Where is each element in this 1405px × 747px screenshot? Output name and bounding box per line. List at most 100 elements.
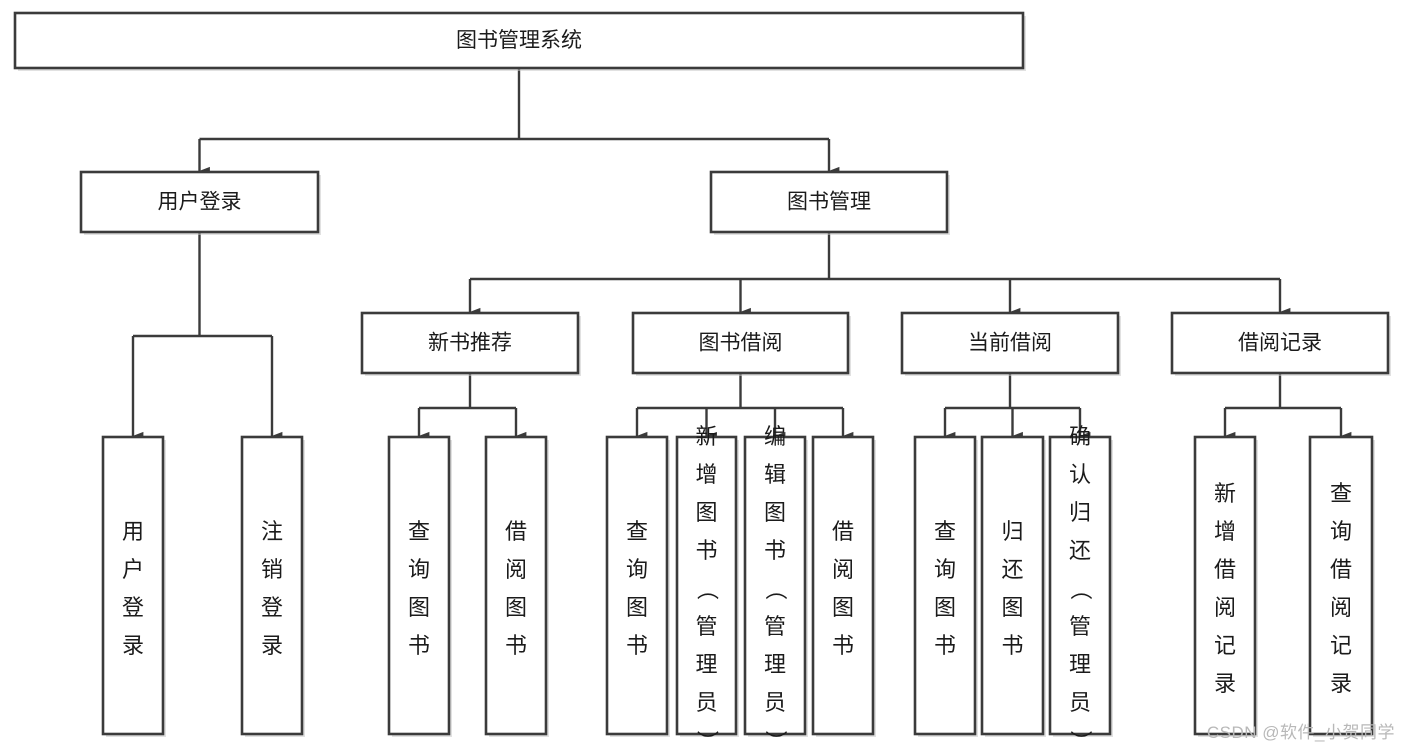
node-box[interactable] xyxy=(101,435,165,736)
node-label-char: 管 xyxy=(1069,614,1091,639)
node-label-char: 管 xyxy=(695,614,717,639)
node-label-char: 编 xyxy=(764,424,786,449)
node-label-char: 书 xyxy=(626,633,648,658)
node-label-char: 录 xyxy=(1330,671,1352,696)
node-leaf-user-login[interactable]: 用户登录 xyxy=(101,435,166,737)
node-label-char: 员 xyxy=(1069,690,1091,715)
node-label: 当前借阅 xyxy=(968,332,1052,355)
node-label-char: 增 xyxy=(1214,519,1236,544)
node-root[interactable]: 图书管理系统 xyxy=(13,11,1026,71)
node-label-char: 查 xyxy=(626,519,648,544)
node-label-char: 书 xyxy=(934,633,956,658)
node-label: 图书管理 xyxy=(787,191,871,214)
node-box[interactable] xyxy=(605,435,669,736)
node-label-char: ） xyxy=(763,730,788,747)
node-box[interactable] xyxy=(811,435,875,736)
node-box[interactable] xyxy=(1308,435,1374,736)
node-label-char: ） xyxy=(1068,730,1093,747)
node-label-char: （ xyxy=(1068,578,1093,600)
node-label-char: 图 xyxy=(1001,595,1023,620)
node-label-char: 询 xyxy=(408,557,430,582)
node-label-char: 借 xyxy=(832,519,854,544)
node-label: 用户登录 xyxy=(158,191,242,214)
node-label-char: 员 xyxy=(764,690,786,715)
node-layer: 图书管理系统用户登录图书管理新书推荐图书借阅当前借阅借阅记录用户登录注销登录查询… xyxy=(13,11,1391,747)
node-box[interactable] xyxy=(360,311,580,375)
node-box[interactable] xyxy=(675,435,738,736)
node-label-char: 归 xyxy=(1001,519,1023,544)
node-label-char: 书 xyxy=(505,633,527,658)
node-label-char: 阅 xyxy=(1214,595,1236,620)
node-box[interactable] xyxy=(913,435,977,736)
node-box[interactable] xyxy=(387,435,451,736)
node-user-login[interactable]: 用户登录 xyxy=(79,170,321,235)
connector-group-borrow-record xyxy=(1223,373,1352,441)
node-label-char: 图 xyxy=(408,595,430,620)
node-label-char: 图 xyxy=(505,595,527,620)
node-box[interactable] xyxy=(709,170,949,234)
node-label-char: 书 xyxy=(695,538,717,563)
node-label-char: 阅 xyxy=(832,557,854,582)
node-label-char: （ xyxy=(695,578,720,600)
node-label-char: 录 xyxy=(1214,671,1236,696)
node-box[interactable] xyxy=(13,11,1025,70)
connector-group-current-borrow xyxy=(943,373,1091,441)
node-book-manage[interactable]: 图书管理 xyxy=(709,170,950,235)
node-label-char: 还 xyxy=(1001,557,1023,582)
node-borrow-record[interactable]: 借阅记录 xyxy=(1170,311,1391,376)
node-box[interactable] xyxy=(743,435,807,736)
node-label: 图书借阅 xyxy=(699,332,783,355)
node-label-char: 查 xyxy=(408,519,430,544)
node-box[interactable] xyxy=(900,311,1120,375)
node-label-char: 图 xyxy=(626,595,648,620)
node-label-char: （ xyxy=(763,578,788,600)
node-box[interactable] xyxy=(1193,435,1257,736)
node-label-char: 员 xyxy=(695,690,717,715)
node-label-char: 询 xyxy=(626,557,648,582)
node-label-char: 管 xyxy=(764,614,786,639)
node-box[interactable] xyxy=(79,170,320,234)
node-box[interactable] xyxy=(980,435,1045,736)
node-label-char: 注 xyxy=(261,519,283,544)
node-label-char: 书 xyxy=(1001,633,1023,658)
node-label-char: 新 xyxy=(1214,481,1236,506)
node-new-book-rec[interactable]: 新书推荐 xyxy=(360,311,581,376)
node-label-char: 图 xyxy=(764,500,786,525)
node-label-char: 登 xyxy=(261,595,283,620)
node-current-borrow[interactable]: 当前借阅 xyxy=(900,311,1121,376)
node-label-char: 登 xyxy=(122,595,144,620)
node-label-char: 查 xyxy=(934,519,956,544)
node-label-char: 归 xyxy=(1069,500,1091,525)
node-box[interactable] xyxy=(631,311,850,375)
node-label: 新书推荐 xyxy=(428,332,512,355)
node-label-char: 借 xyxy=(505,519,527,544)
node-label: 图书管理系统 xyxy=(456,29,582,52)
node-label-char: 记 xyxy=(1330,633,1352,658)
node-box[interactable] xyxy=(1170,311,1390,375)
node-book-borrow[interactable]: 图书借阅 xyxy=(631,311,851,376)
node-box[interactable] xyxy=(1048,435,1112,736)
node-label-char: 图 xyxy=(832,595,854,620)
node-label-char: 户 xyxy=(122,557,144,582)
node-box[interactable] xyxy=(240,435,304,736)
connector-group-new-book-rec xyxy=(417,373,527,441)
node-label-char: 用 xyxy=(122,519,144,544)
node-label-char: 借 xyxy=(1214,557,1236,582)
node-label-char: 记 xyxy=(1214,633,1236,658)
node-box[interactable] xyxy=(484,435,548,736)
node-label-char: 认 xyxy=(1069,462,1091,487)
